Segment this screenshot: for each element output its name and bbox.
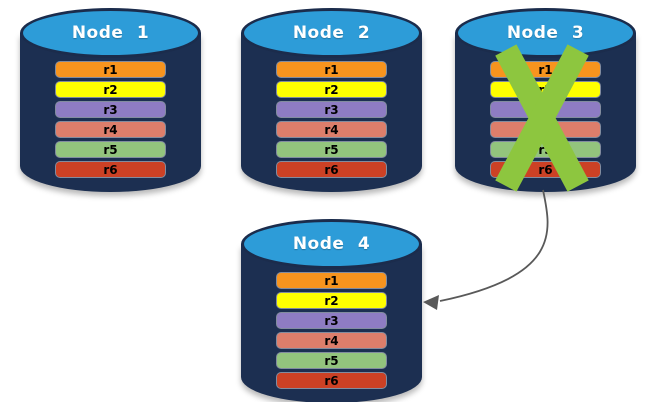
replica-bar-r6: r6 [56, 162, 165, 177]
replica-bar-r5: r5 [277, 353, 386, 368]
replica-bar-r5: r5 [277, 142, 386, 157]
replica-bar-r2: r2 [277, 293, 386, 308]
replica-bar-r3: r3 [56, 102, 165, 117]
node-3-title: Node 3 [506, 23, 585, 43]
node-4-replica-list: r1 r2 r3 r4 r5 r6 [277, 273, 386, 388]
replica-bar-r1: r1 [277, 273, 386, 288]
node-2-title: Node 2 [292, 23, 371, 43]
node-1-cylinder-top: Node 1 [20, 8, 201, 58]
node-4-cylinder-top: Node 4 [241, 219, 422, 269]
failover-arrowhead [423, 295, 439, 310]
node-3-cylinder-top: Node 3 [455, 8, 636, 58]
node-1: Node 1 r1 r2 r3 r4 r5 r6 [20, 8, 201, 192]
node-3: Node 3 r1 r2 r3 r4 r5 r6 [455, 8, 636, 192]
node-2-cylinder-top: Node 2 [241, 8, 422, 58]
replica-bar-r2: r2 [56, 82, 165, 97]
node-2: Node 2 r1 r2 r3 r4 r5 r6 [241, 8, 422, 192]
replica-bar-r6: r6 [277, 373, 386, 388]
replica-bar-r1: r1 [277, 62, 386, 77]
replica-bar-r4: r4 [56, 122, 165, 137]
node-1-title: Node 1 [71, 23, 150, 43]
replica-bar-r5: r5 [56, 142, 165, 157]
node-4: Node 4 r1 r2 r3 r4 r5 r6 [241, 219, 422, 402]
failover-arrow-line [439, 189, 549, 302]
replica-bar-r3: r3 [277, 102, 386, 117]
replica-bar-r4: r4 [277, 333, 386, 348]
replica-bar-r2: r2 [277, 82, 386, 97]
node-4-title: Node 4 [292, 234, 371, 254]
replica-bar-r4: r4 [277, 122, 386, 137]
replica-bar-r3: r3 [277, 313, 386, 328]
failure-x-icon [455, 8, 636, 192]
replica-bar-r1: r1 [56, 62, 165, 77]
replica-bar-r6: r6 [277, 162, 386, 177]
node-2-replica-list: r1 r2 r3 r4 r5 r6 [277, 62, 386, 177]
node-1-replica-list: r1 r2 r3 r4 r5 r6 [56, 62, 165, 177]
